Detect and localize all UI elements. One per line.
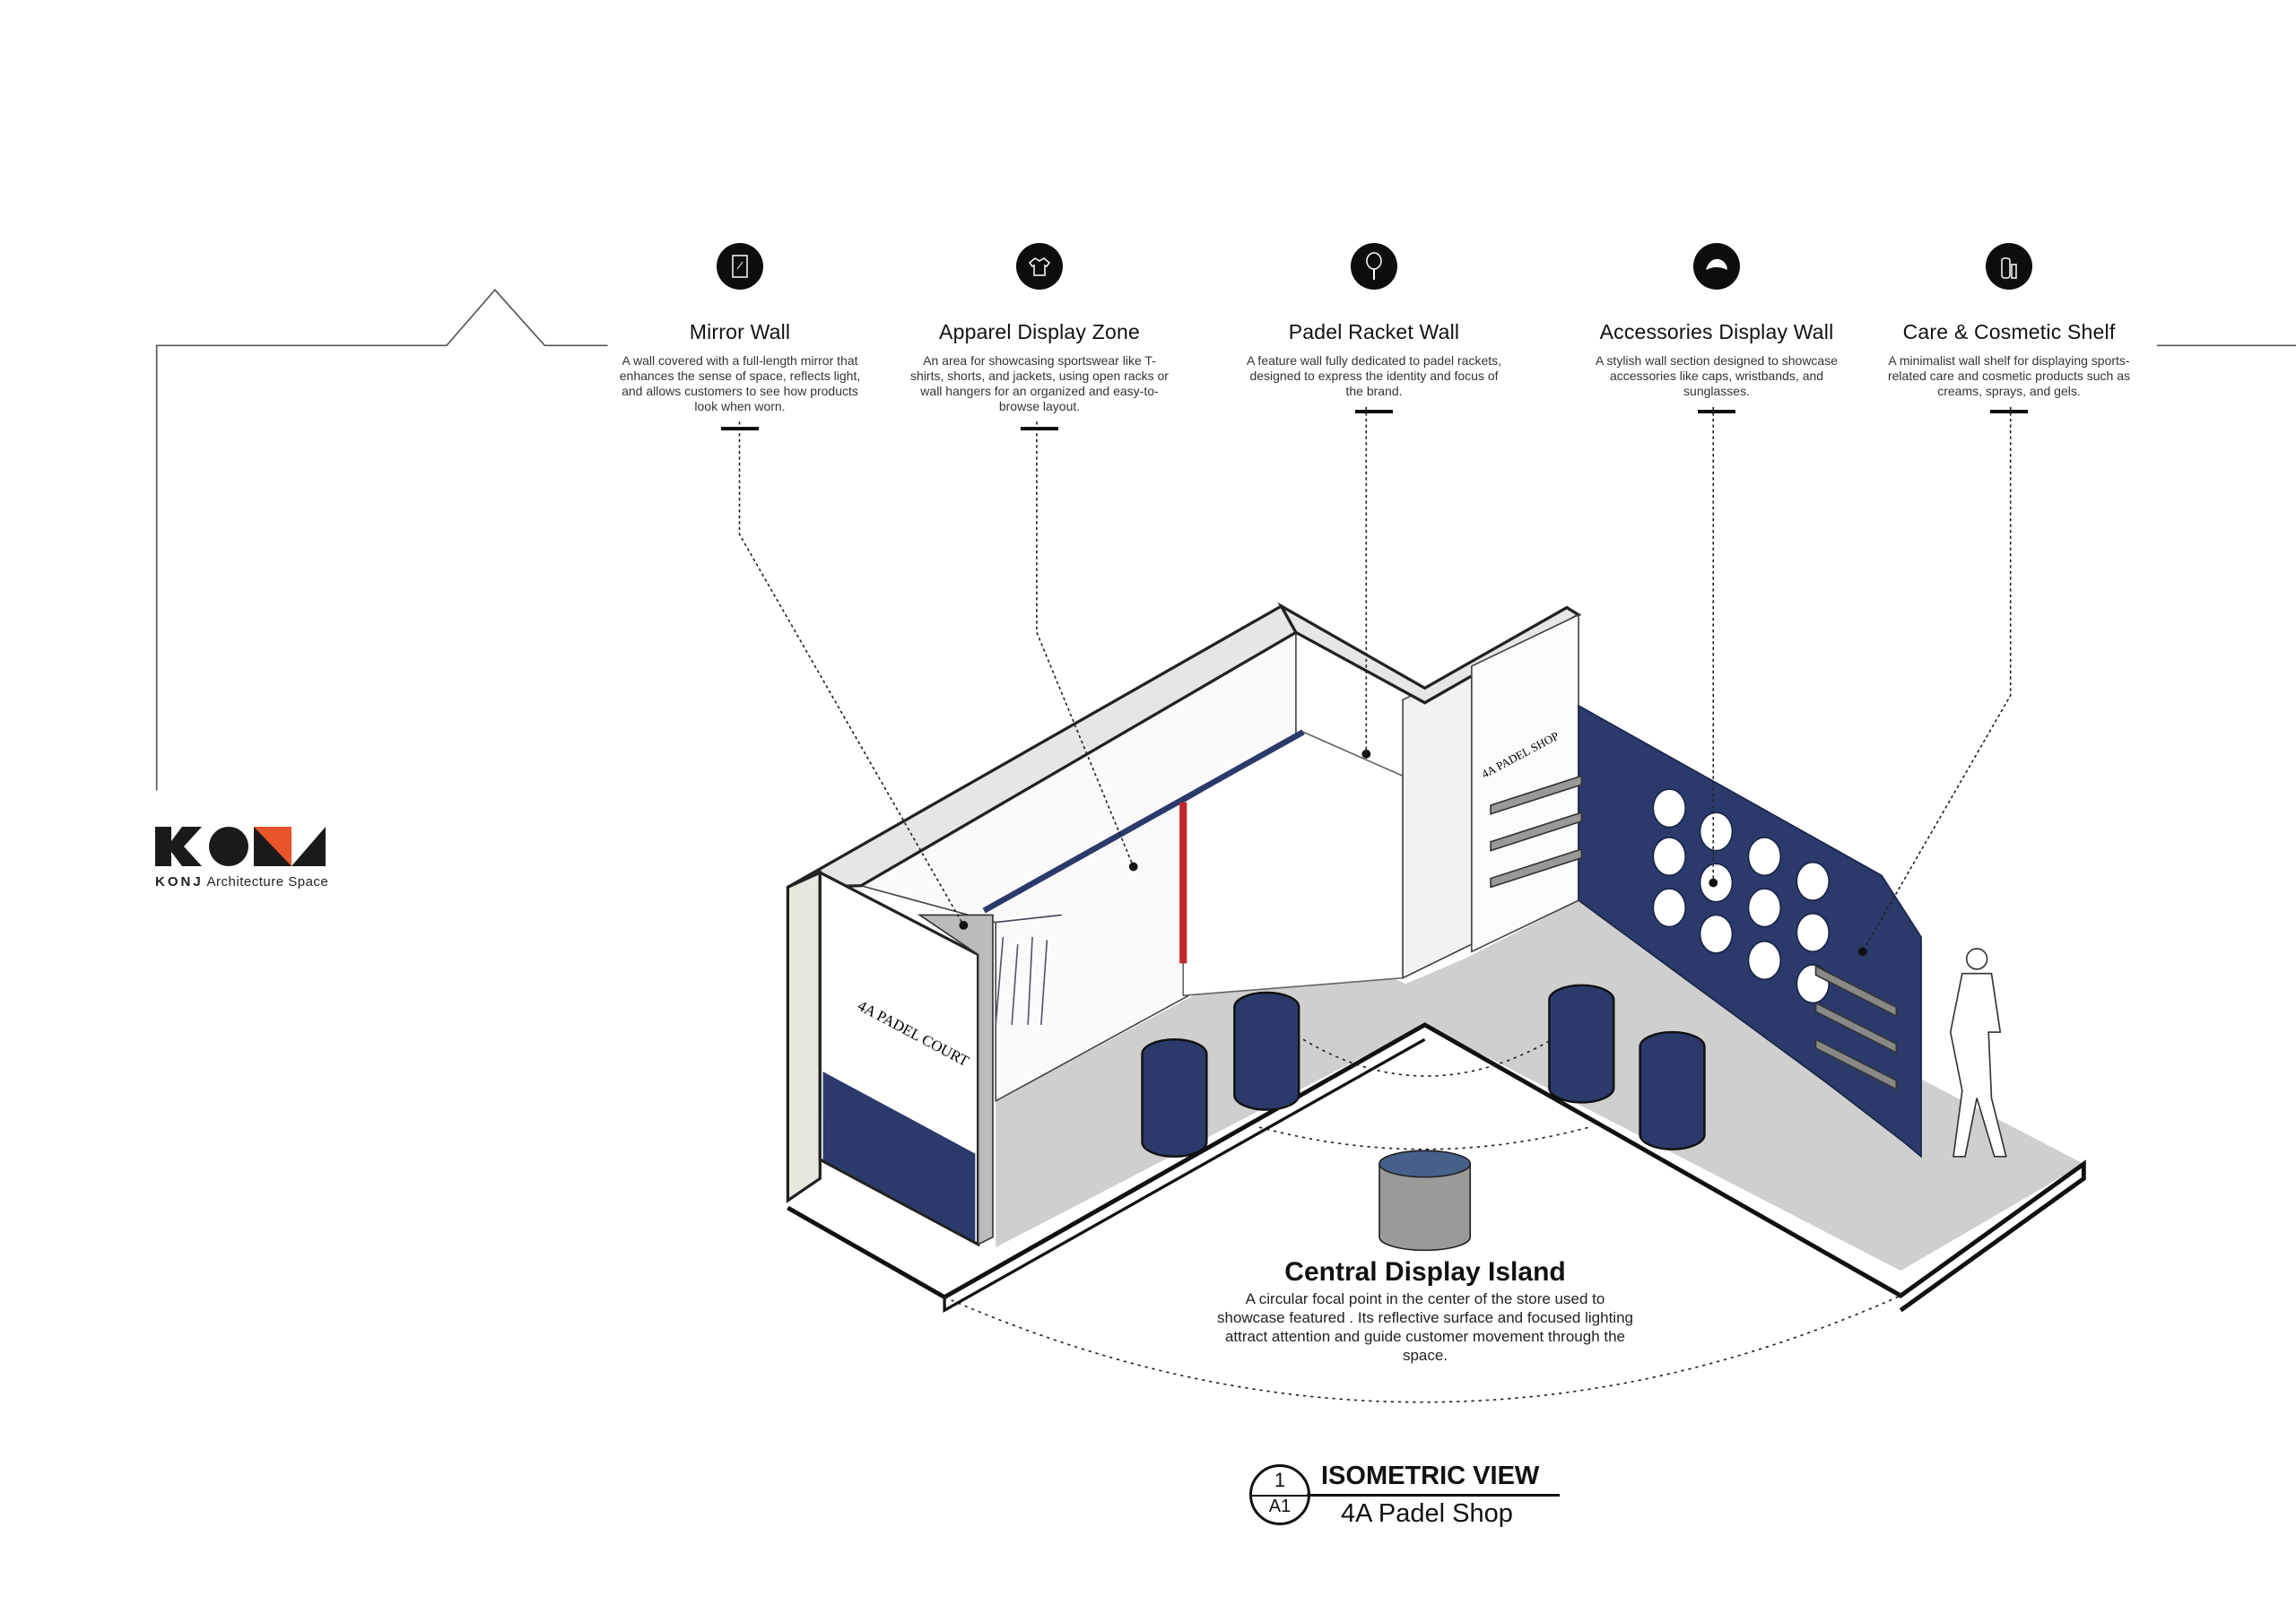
feature-care-cosmetic-shelf: Care & Cosmetic Shelf A minimalist wall … <box>1874 243 2144 413</box>
circulation-arcs <box>944 1038 1901 1403</box>
feature-description: A minimalist wall shelf for displaying s… <box>1887 353 2131 398</box>
konj-logo-mark <box>155 827 326 866</box>
view-subtitle: 4A Padel Shop <box>1341 1499 1513 1528</box>
court-block-side <box>786 870 822 1203</box>
leader-bar <box>1021 427 1058 430</box>
feature-apparel-display-zone: Apparel Display Zone An area for showcas… <box>905 243 1174 430</box>
leader-bar <box>1355 410 1393 413</box>
feature-title: Care & Cosmetic Shelf <box>1902 320 2116 343</box>
court-block-navy <box>822 1072 976 1242</box>
cap-icon <box>1693 243 1740 290</box>
leader-bar <box>1698 410 1735 413</box>
feature-description: A feature wall fully dedicated to padel … <box>1246 353 1502 398</box>
leader-bar <box>1990 410 2028 413</box>
logo-brand: KONJ <box>155 874 204 890</box>
shop-shelves <box>1490 775 1583 889</box>
feature-title: Accessories Display Wall <box>1599 320 1834 343</box>
tshirt-icon <box>1016 243 1063 290</box>
feature-title: Mirror Wall <box>689 320 791 343</box>
cosmetic-shelves <box>1814 965 1898 1091</box>
feature-accessories-display-wall: Accessories Display Wall A stylish wall … <box>1582 243 1851 413</box>
display-stools <box>1141 984 1706 1159</box>
view-title: ISOMETRIC VIEW <box>1321 1462 1540 1490</box>
logo-tagline: Architecture Space <box>206 874 329 890</box>
leader-bar <box>721 427 759 430</box>
padel-racket-icon <box>1351 243 1397 290</box>
mirror-icon <box>717 243 763 290</box>
sheet-number: A1 <box>1268 1497 1292 1516</box>
center-column <box>1402 664 1473 979</box>
feature-padel-racket-wall: Padel Racket Wall A feature wall fully d… <box>1239 243 1509 413</box>
feature-description: A wall covered with a full-length mirror… <box>619 353 861 413</box>
central-island <box>1378 1150 1472 1252</box>
navy-trim <box>982 729 1305 914</box>
feature-description: A stylish wall section designed to showc… <box>1595 353 1839 398</box>
feature-title: Apparel Display Zone <box>939 320 1140 343</box>
slab-edge-lower <box>943 1037 1426 1314</box>
apparel-rack <box>995 914 1062 1025</box>
central-island-description: A circular focal point in the center of … <box>1217 1290 1633 1364</box>
feature-title: Padel Racket Wall <box>1288 320 1460 343</box>
feature-description: An area for showcasing sportswear like T… <box>910 353 1169 413</box>
title-underline <box>1307 1494 1560 1497</box>
leader-dots <box>959 749 1867 957</box>
title-block: 1 A1 ISOMETRIC VIEW 4A Padel Shop <box>1249 1462 1608 1533</box>
central-island-title: Central Display Island <box>1284 1257 1566 1287</box>
accessories-niches <box>1652 788 1831 1004</box>
feature-mirror-wall: Mirror Wall A wall covered with a full-l… <box>605 243 874 430</box>
view-reference-circle: 1 A1 <box>1249 1464 1310 1525</box>
cosmetic-bottles-icon <box>1986 243 2032 290</box>
frame-line-left <box>155 289 608 791</box>
view-number: 1 <box>1274 1469 1286 1491</box>
person-figure <box>1949 948 2007 1158</box>
central-island-callout: Central Display Island A circular focal … <box>1210 1257 1640 1365</box>
logo: KONJ Architecture Space <box>155 827 328 890</box>
mirror-panel <box>917 914 994 1246</box>
